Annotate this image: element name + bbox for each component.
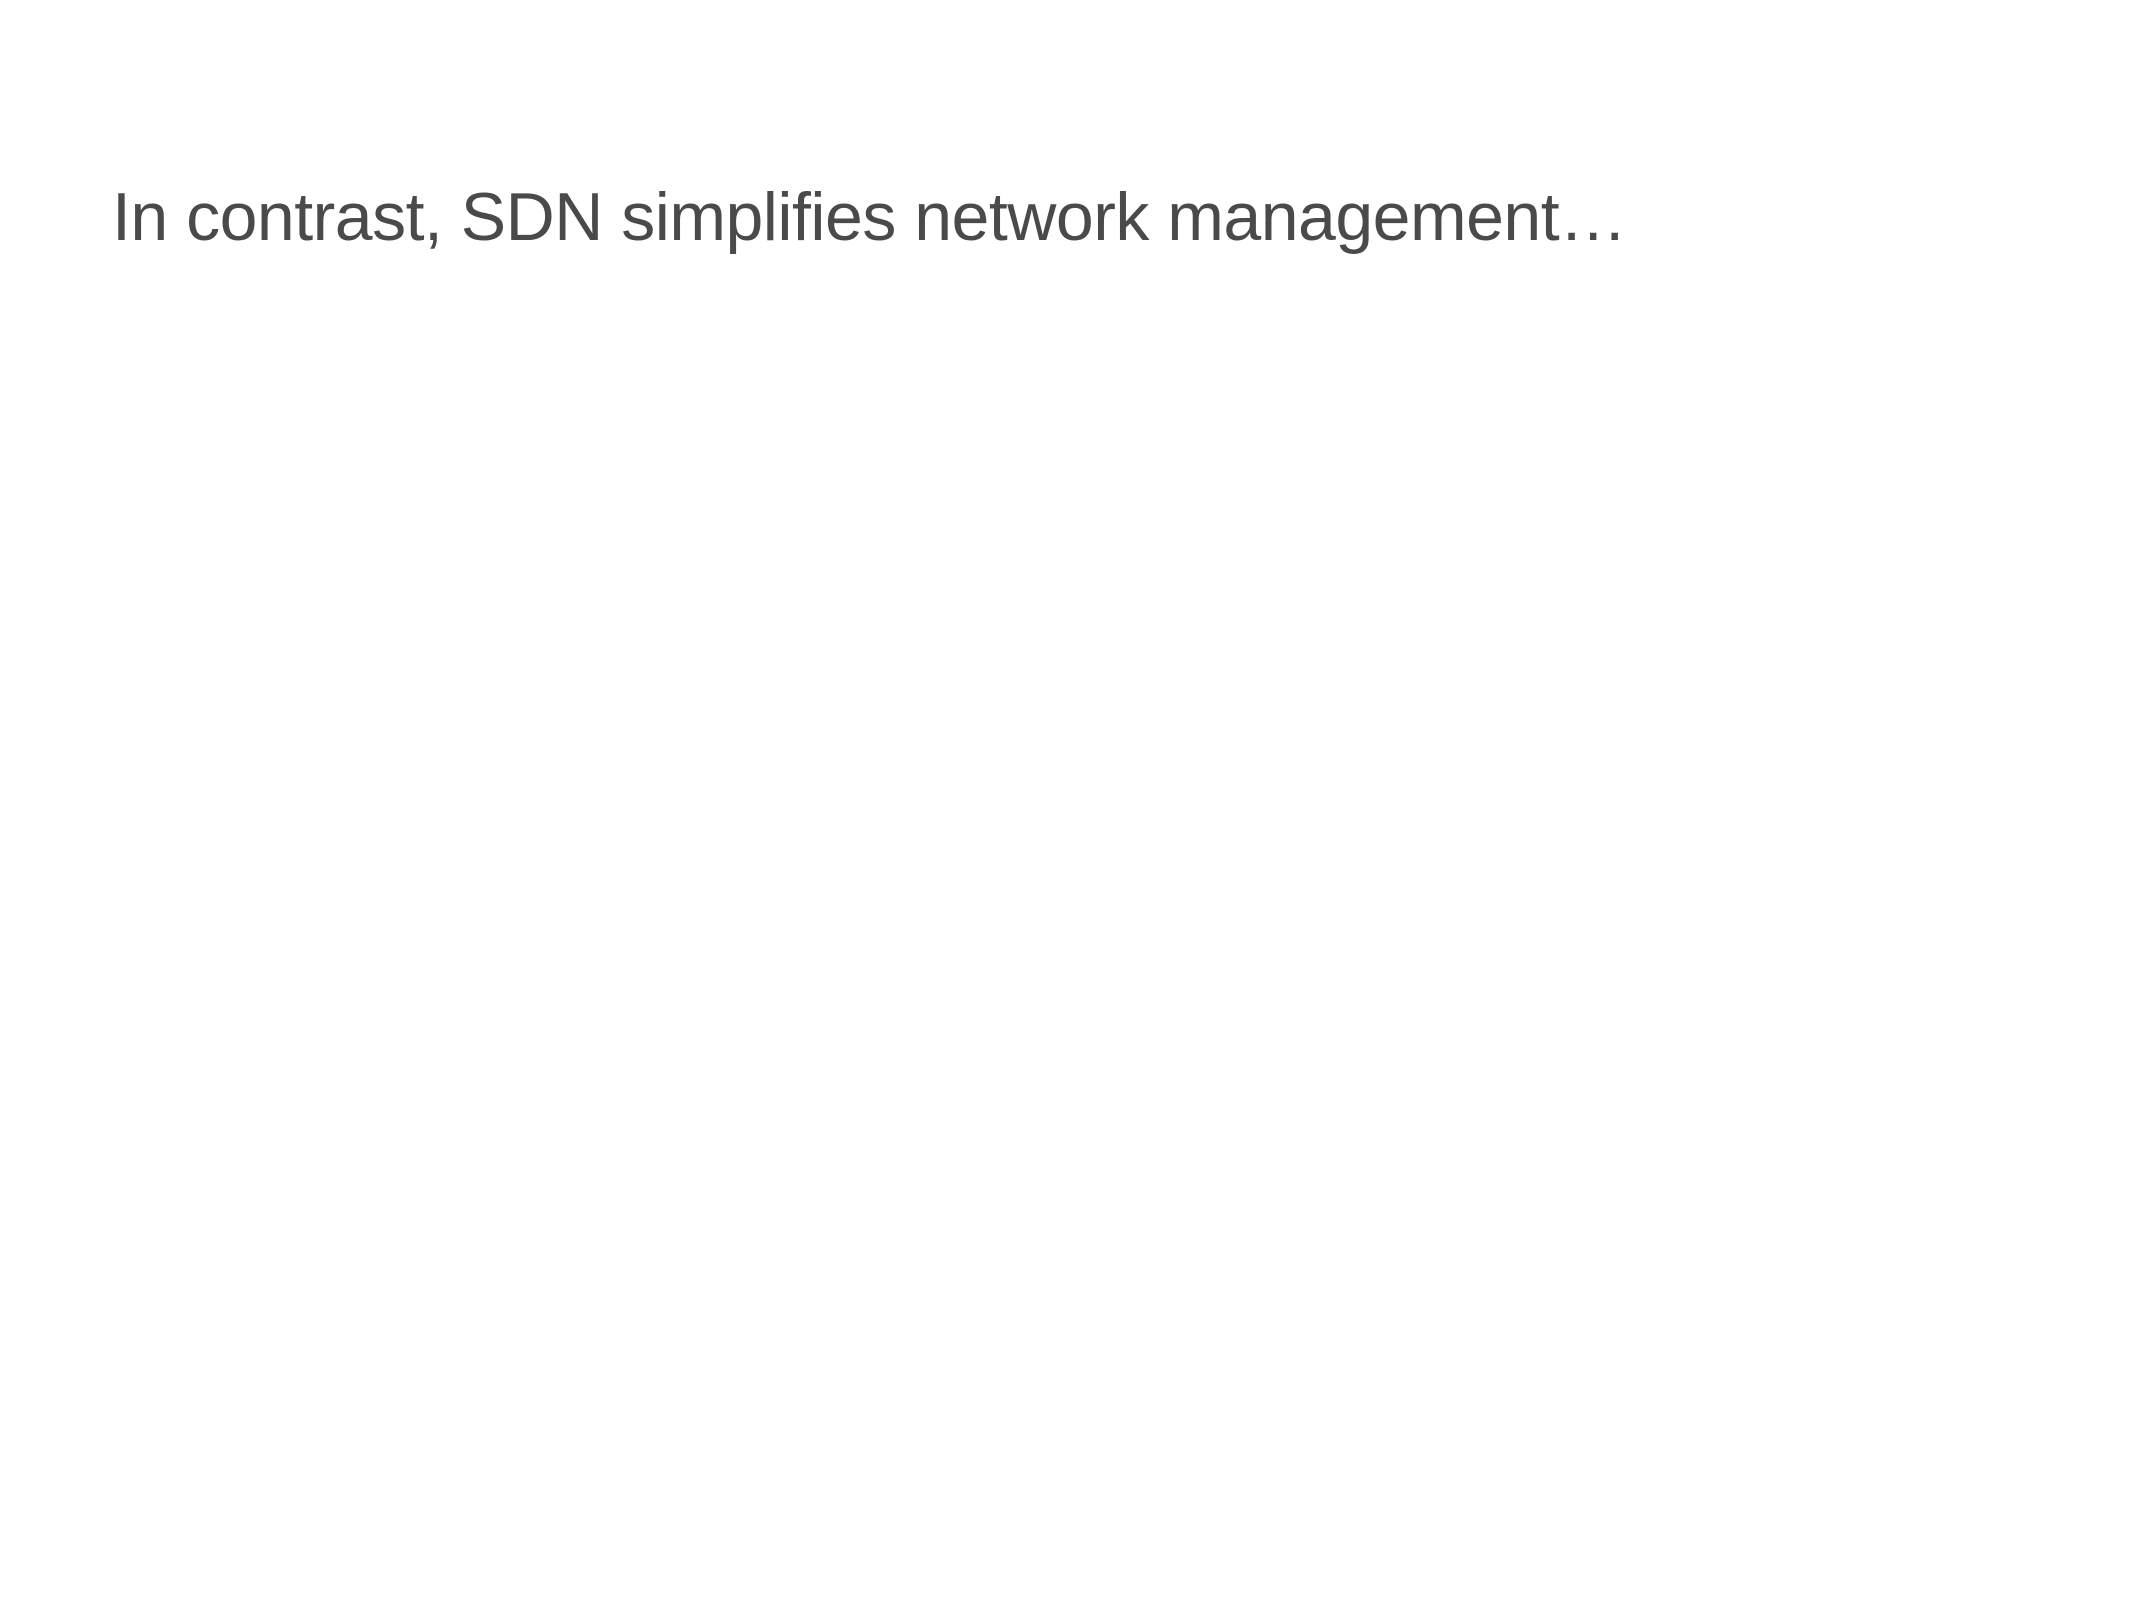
slide-title: In contrast, SDN simplifies network mana… [112, 179, 1627, 255]
